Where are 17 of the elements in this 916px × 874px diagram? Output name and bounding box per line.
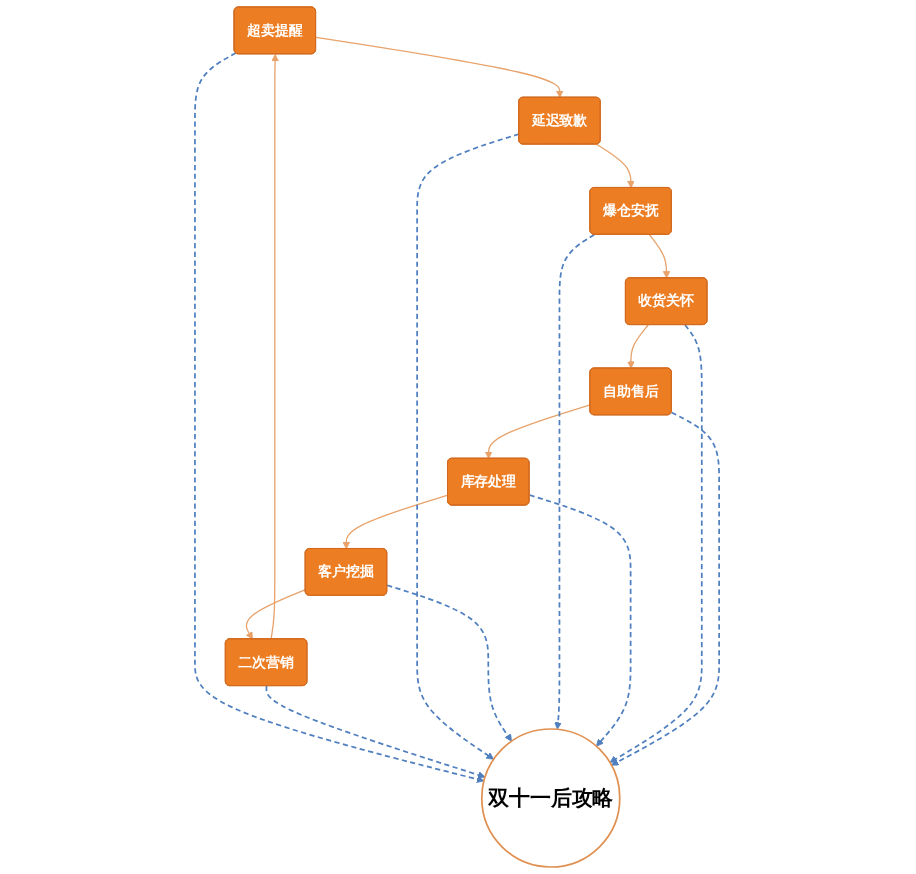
- node-circle: 双十一后攻略: [481, 728, 622, 868]
- arrow: [387, 584, 513, 742]
- arrow: [195, 52, 486, 783]
- arrow: [612, 411, 721, 766]
- arrow: [343, 494, 450, 550]
- arrow: [555, 233, 596, 730]
- arrow: [610, 324, 704, 763]
- arrow: [246, 589, 308, 640]
- arrow: [417, 133, 521, 760]
- arrow: [628, 324, 650, 369]
- arrow: [529, 494, 633, 747]
- arrow: [485, 404, 592, 460]
- arrow: [316, 36, 565, 98]
- arrow: [597, 143, 636, 189]
- arrow: [649, 234, 672, 279]
- arrow: [271, 53, 280, 640]
- arrow: [266, 685, 487, 779]
